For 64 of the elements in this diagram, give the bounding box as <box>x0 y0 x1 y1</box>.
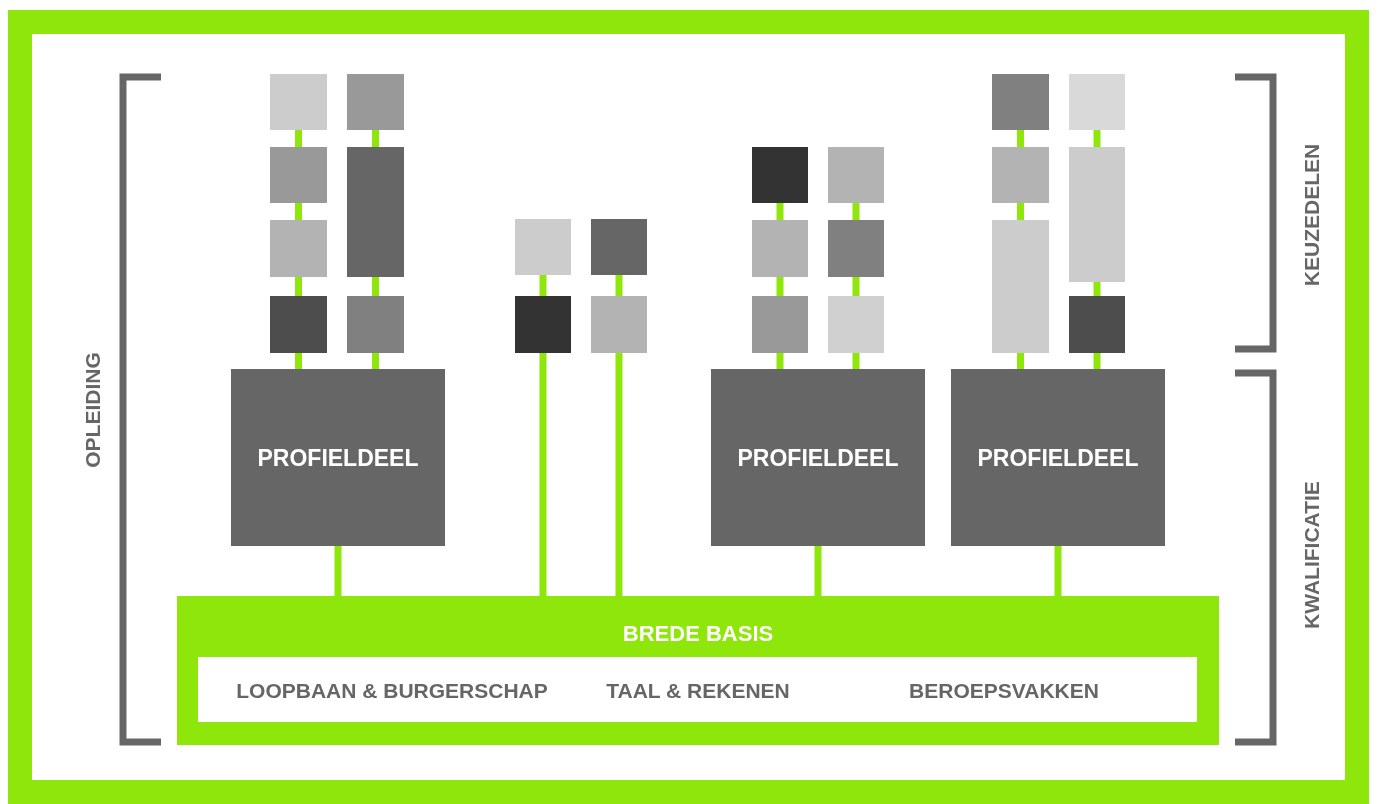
module-block <box>992 74 1049 130</box>
connector-line <box>539 353 547 596</box>
subject-label: BEROEPSVAKKEN <box>909 679 1099 703</box>
module-block <box>270 74 327 130</box>
module-block <box>270 296 327 353</box>
module-block <box>347 296 404 353</box>
connector-line <box>852 353 860 369</box>
connector-line <box>1093 130 1101 147</box>
module-block <box>752 147 808 203</box>
subject-panel <box>198 657 1197 722</box>
module-block <box>591 296 647 353</box>
connector-line <box>295 277 302 296</box>
module-block <box>347 74 404 130</box>
connector-line <box>1017 130 1024 147</box>
connector-line <box>852 203 860 220</box>
base-block <box>177 596 1219 745</box>
connector-line <box>852 277 860 296</box>
module-block <box>992 147 1049 203</box>
connector-line <box>615 275 623 296</box>
module-block <box>515 296 571 353</box>
profile-block <box>231 369 445 546</box>
module-block <box>1069 74 1125 130</box>
connector-line <box>1093 353 1101 369</box>
connector-line <box>615 353 623 596</box>
module-block <box>992 220 1049 353</box>
connector-line <box>372 353 379 369</box>
connector-line <box>776 203 784 220</box>
bracket-label: KEUZEDELEN <box>1300 143 1324 287</box>
subject-label: TAAL & REKENEN <box>606 679 790 703</box>
module-block <box>828 147 884 203</box>
heading: BREDE BASIS <box>622 621 774 647</box>
module-block <box>270 147 327 203</box>
bracket-label: KWALIFICATIE <box>1300 481 1324 629</box>
connector-line <box>1093 282 1101 296</box>
connector-line <box>295 353 302 369</box>
profile-block <box>711 369 925 546</box>
profile-block <box>951 369 1165 546</box>
block-label: PROFIELDEEL <box>257 444 419 471</box>
module-block <box>752 296 808 353</box>
connector-line <box>539 275 547 296</box>
connector-line <box>372 130 379 147</box>
connector-line <box>295 203 302 220</box>
module-block <box>270 220 327 277</box>
connector-line <box>372 277 379 296</box>
bracket-label: OPLEIDING <box>81 352 105 468</box>
module-block <box>347 147 404 277</box>
connector-line <box>295 130 302 147</box>
connector-line <box>776 277 784 296</box>
connector-line <box>1017 353 1024 369</box>
connector-line <box>776 353 784 369</box>
connector-line <box>814 546 822 596</box>
connector-line <box>334 546 342 596</box>
module-block <box>828 296 884 353</box>
module-block <box>591 219 647 275</box>
connector-line <box>1017 203 1024 220</box>
connector-line <box>1054 546 1062 596</box>
module-block <box>1069 296 1125 353</box>
block-label: PROFIELDEEL <box>737 444 899 471</box>
module-block <box>828 220 884 277</box>
subject-label: LOOPBAAN & BURGERSCHAP <box>236 679 548 703</box>
module-block <box>515 219 571 275</box>
module-block <box>752 220 808 277</box>
module-block <box>1069 147 1125 282</box>
block-label: PROFIELDEEL <box>977 444 1139 471</box>
